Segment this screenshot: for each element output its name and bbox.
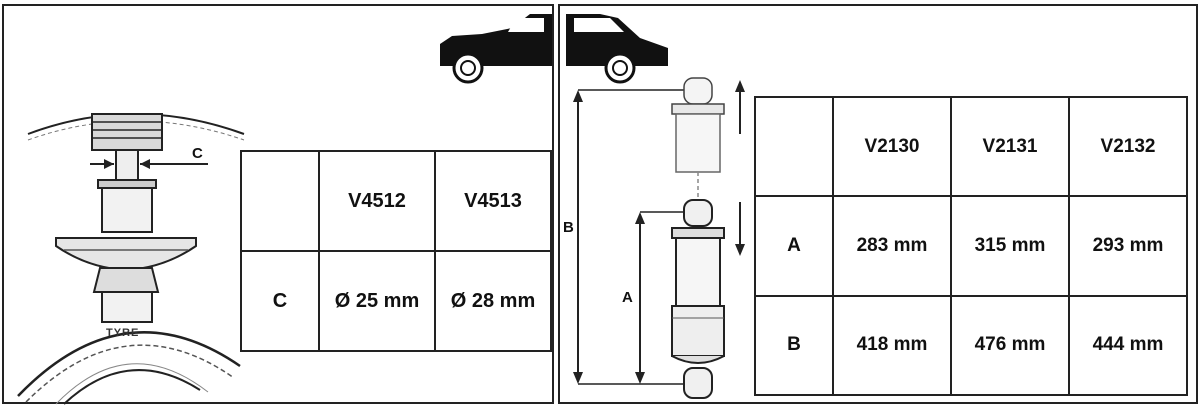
car-front-icon: [440, 14, 552, 84]
strut-lower-body: [101, 291, 153, 323]
right-panel: B A: [558, 4, 1198, 404]
car-rear-icon: [566, 14, 668, 84]
cell-value: Ø 28 mm: [434, 250, 552, 352]
shock-absorber-diagram: B A: [563, 14, 745, 399]
row-label-a: A: [754, 195, 834, 297]
dimension-c-label: C: [192, 145, 203, 162]
dimension-c: C: [90, 145, 208, 169]
cell-value: 283 mm: [832, 195, 952, 297]
dimension-a: A: [622, 211, 684, 384]
tyre-label: TYRE: [106, 327, 139, 339]
cell-value: Ø 25 mm: [318, 250, 436, 352]
column-header-v2130: V2130: [832, 95, 952, 198]
dimension-b: B: [563, 89, 684, 385]
column-header-v2131: V2131: [950, 95, 1070, 198]
row-label-c: C: [240, 250, 320, 352]
shock-length-table: V2130 V2131 V2132 A 283 mm 315 mm 293 mm…: [754, 95, 1188, 397]
column-header-v4513: V4513: [434, 150, 552, 252]
table-row: A 283 mm 315 mm 293 mm: [754, 195, 1188, 297]
tyre: TYRE: [17, 327, 241, 405]
left-panel: C TYRE V4512 V4513 C Ø: [2, 4, 554, 405]
cell-value: 293 mm: [1068, 195, 1188, 297]
cell-value: 315 mm: [950, 195, 1070, 297]
column-header-v4512: V4512: [318, 150, 436, 252]
dimension-b-label: B: [563, 219, 574, 236]
shock-absorber-icon: [671, 199, 725, 399]
cell-value: 476 mm: [950, 294, 1070, 397]
row-label-b: B: [754, 294, 834, 397]
table-row: C Ø 25 mm Ø 28 mm: [240, 250, 552, 352]
column-header-v2132: V2132: [1068, 95, 1188, 198]
spring-seat: [55, 237, 197, 272]
strut-mount-diagram: C TYRE: [17, 14, 552, 405]
strut-diameter-table: V4512 V4513 C Ø 25 mm Ø 28 mm: [240, 150, 552, 352]
table-header-row: V4512 V4513: [240, 150, 552, 252]
table-corner-cell: [754, 95, 834, 198]
cell-value: 418 mm: [832, 294, 952, 397]
table-row: B 418 mm 476 mm 444 mm: [754, 294, 1188, 397]
bump-stop: [91, 113, 163, 151]
stroke-down-arrow-icon: [735, 202, 745, 256]
piston-rod: [115, 149, 139, 181]
strut-upper-body: [101, 187, 153, 233]
stroke-up-arrow-icon: [735, 80, 745, 134]
table-corner-cell: [240, 150, 320, 252]
cell-value: 444 mm: [1068, 294, 1188, 397]
table-header-row: V2130 V2131 V2132: [754, 95, 1188, 198]
dimension-a-label: A: [622, 289, 633, 306]
shock-extended-outline: [671, 77, 725, 202]
